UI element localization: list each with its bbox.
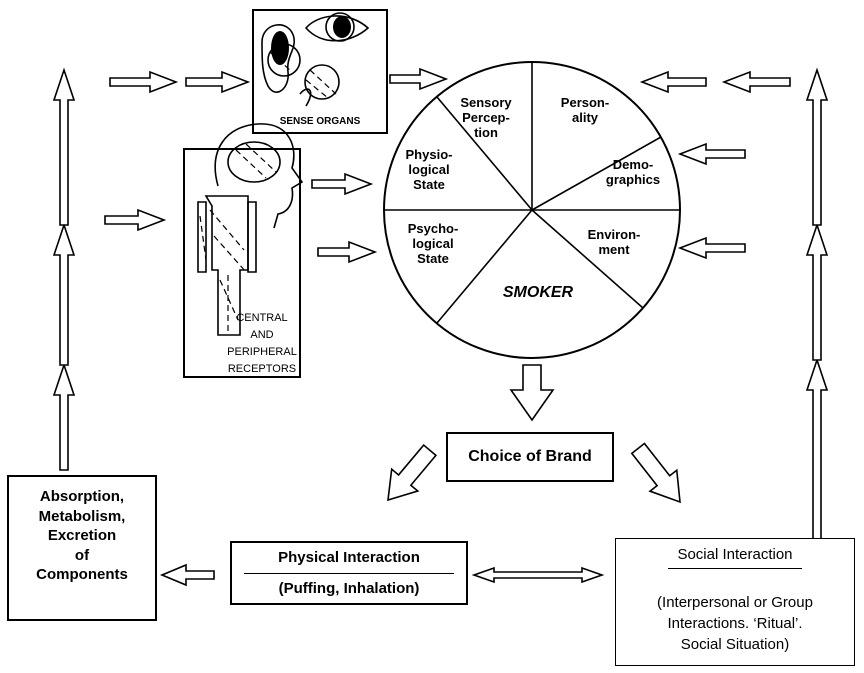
arrow-receptors-to-pie-1 bbox=[311, 172, 374, 196]
physical-interaction-subtitle: (Puffing, Inhalation) bbox=[278, 580, 420, 597]
arrow-right-top-1 bbox=[721, 70, 791, 94]
social-line-1: (Interpersonal or Group bbox=[657, 594, 813, 611]
smoker-label: SMOKER bbox=[502, 284, 574, 301]
arrow-choice-to-physical bbox=[387, 443, 438, 502]
left-upward-arrow-chain bbox=[52, 67, 76, 471]
sense-organs-illustration bbox=[261, 12, 370, 107]
sense-organs-label: SENSE ORGANS bbox=[279, 116, 361, 127]
absorption-line-2: Metabolism, bbox=[38, 507, 126, 525]
arrow-right-mid bbox=[677, 142, 746, 166]
arrow-choice-to-social bbox=[630, 442, 681, 504]
sector-personality: Person- ality bbox=[560, 95, 610, 125]
social-interaction-title: Social Interaction bbox=[677, 546, 793, 563]
arrow-pie-to-choice bbox=[509, 364, 555, 422]
absorption-label: Absorption, Metabolism, Excretion of Com… bbox=[7, 487, 157, 585]
arrow-right-top-2 bbox=[639, 70, 707, 94]
arrow-physical-to-absorption bbox=[159, 563, 215, 587]
absorption-line-3: Excretion bbox=[47, 527, 117, 544]
arrow-left-to-receptors bbox=[104, 208, 167, 232]
receptors-line-3: PERIPHERAL bbox=[227, 346, 297, 359]
absorption-line-5: Components bbox=[36, 566, 128, 583]
right-upward-arrow-chain bbox=[805, 67, 829, 541]
pie-divider-upper-right bbox=[531, 136, 662, 211]
receptors-line-2: AND bbox=[250, 329, 274, 342]
arrow-left-top-2 bbox=[185, 70, 251, 94]
sector-demographics: Demo- graphics bbox=[605, 157, 661, 187]
social-interaction-box bbox=[615, 538, 855, 666]
pie-divider-lower-left bbox=[436, 209, 533, 324]
receptors-label: CENTRAL AND PERIPHERAL RECEPTORS bbox=[222, 310, 302, 378]
choice-of-brand-label: Choice of Brand bbox=[468, 448, 592, 465]
human-figure-illustration bbox=[197, 123, 304, 336]
physical-divider bbox=[244, 573, 454, 574]
pie-divider-upper-left bbox=[436, 96, 533, 211]
absorption-line-4: of bbox=[74, 546, 90, 564]
arrow-right-low bbox=[677, 236, 746, 260]
choice-of-brand-box bbox=[446, 432, 614, 482]
sector-psychological-state: Psycho- logical State bbox=[407, 221, 459, 266]
receptors-line-4: RECEPTORS bbox=[227, 363, 297, 376]
arrow-receptors-to-pie-2 bbox=[317, 240, 378, 264]
social-interaction-details: (Interpersonal or Group Interactions. ‘R… bbox=[615, 592, 855, 655]
arrow-sense-to-pie bbox=[389, 67, 449, 91]
receptors-line-1: CENTRAL bbox=[236, 312, 288, 324]
receptors-box bbox=[183, 148, 301, 378]
absorption-box bbox=[7, 475, 157, 621]
sector-environment: Environ- ment bbox=[587, 227, 641, 257]
physical-interaction-title: Physical Interaction bbox=[278, 549, 420, 566]
pie-divider-lower-right bbox=[531, 209, 644, 309]
sector-sensory-perception: Sensory Percep- tion bbox=[460, 95, 512, 140]
sense-organs-box bbox=[252, 9, 388, 134]
sector-physiological-state: Physio- logical State bbox=[405, 147, 453, 192]
absorption-line-1: Absorption, bbox=[39, 488, 125, 505]
arrow-left-top-1 bbox=[109, 70, 179, 94]
arrow-physical-social-double bbox=[471, 566, 605, 584]
social-line-3: Social Situation) bbox=[680, 636, 790, 653]
social-line-2: Interactions. ‘Ritual’. bbox=[667, 615, 803, 632]
social-divider bbox=[668, 568, 802, 569]
